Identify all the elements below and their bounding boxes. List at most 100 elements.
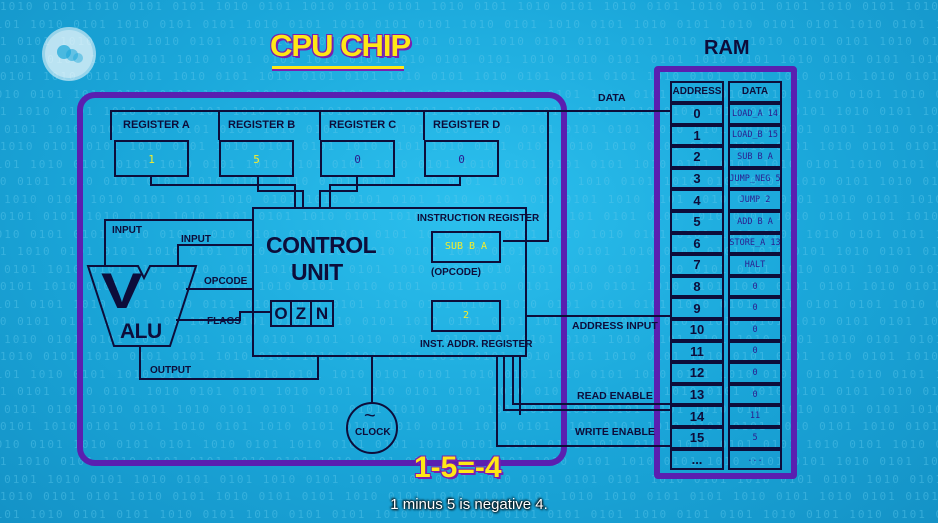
register-label: REGISTER B (228, 119, 296, 131)
ram-address-cell: 8 (670, 275, 724, 298)
ram-address-cell: 9 (670, 297, 724, 319)
ram-data-cell: JUMP 2 (728, 189, 782, 211)
binary-texture-row: 0101 0101 1010 0101 1010 0101 0101 1010 … (0, 385, 938, 398)
alu-opcode-label: OPCODE (204, 276, 248, 287)
ram-address-cell: 11 (670, 340, 724, 363)
register-box (114, 140, 189, 177)
inst-addr-register-box (431, 300, 501, 332)
ram-header: ADDRESS DATA (670, 81, 782, 103)
alu-output-label: OUTPUT (150, 365, 192, 376)
ram-address-cell: 6 (670, 232, 724, 255)
ram-address-cell: 10 (670, 319, 724, 341)
ram-header-address: ADDRESS (670, 81, 724, 103)
binary-texture-row: 1010 0101 0101 1010 0101 1010 0101 0101 … (0, 140, 938, 153)
ram-data-cell: LOAD_A 14 (728, 103, 782, 125)
instruction-register-label: INSTRUCTION REGISTER (417, 213, 540, 224)
ram-address-cell: 7 (670, 254, 724, 276)
ram-address-cell: 3 (670, 167, 724, 190)
binary-texture-row: 0101 1010 0101 0101 1010 0101 1010 0101 … (0, 70, 938, 83)
binary-texture-row: 0101 1010 0101 1010 0101 0101 1010 0101 … (0, 17, 938, 31)
ram-row: ...... (670, 448, 782, 471)
equation: 1-5=-4 (414, 451, 502, 484)
clock-wave-icon: ~ (364, 405, 376, 427)
ram-data-cell: LOAD_B 15 (728, 124, 782, 147)
alu-input-left-label: INPUT (112, 225, 142, 236)
ram-address-cell: 5 (670, 211, 724, 233)
ram-address-cell: 12 (670, 362, 724, 384)
ram-title: RAM (704, 37, 750, 59)
ram-frame (654, 66, 797, 479)
register-box (424, 140, 499, 177)
flag-z: Z (292, 302, 312, 325)
instruction-register-value: SUB B A (444, 241, 488, 252)
ram-data-cell: 0 (728, 275, 782, 298)
register-value: 1 (148, 153, 155, 166)
register-label: REGISTER A (123, 119, 190, 131)
ram-data-cell: 0 (728, 319, 782, 341)
register-box (320, 140, 395, 177)
cpu-chip-frame (77, 92, 567, 466)
ram-data-cell: 0 (728, 383, 782, 406)
register-label: REGISTER D (433, 119, 501, 131)
flags-register (270, 300, 334, 327)
flag-o: O (272, 302, 292, 325)
binary-texture-row: 0101 1010 0101 0101 1010 0101 1010 0101 … (0, 420, 938, 433)
ram-address-cell: 13 (670, 383, 724, 406)
binary-texture-row: 0101 1010 0101 1010 0101 0101 1010 0101 … (0, 367, 938, 381)
ram-data-cell: STORE_A 13 (728, 232, 782, 255)
binary-texture-row: 1010 0101 0101 1010 0101 1010 0101 0101 … (0, 52, 938, 66)
binary-texture-row: 1010 0101 1010 0101 0101 1010 0101 1010 … (0, 262, 938, 276)
ram-data-cell: JUMP_NEG 5 (728, 167, 782, 190)
alu-label: ALU (120, 320, 162, 343)
register-value: 0 (354, 153, 361, 166)
ram-data-cell: ADD B A (728, 211, 782, 233)
alu-shape (86, 265, 198, 347)
ram-address-cell: 1 (670, 124, 724, 147)
control-unit-title-2: UNIT (291, 259, 343, 285)
ram-address-cell: 0 (670, 103, 724, 125)
ram-data-cell: SUB B A (728, 146, 782, 168)
alu-input-right-label: INPUT (181, 234, 211, 245)
pbs-logo-icon (42, 27, 96, 81)
register-value: 5 (253, 153, 260, 166)
ram-data-cell: 0 (728, 362, 782, 384)
binary-texture-row: 1010 0101 1010 0101 0101 1010 0101 1010 … (0, 0, 938, 13)
register-box (219, 140, 294, 177)
address-input-label: ADDRESS INPUT (572, 320, 658, 332)
inst-addr-value: 2 (462, 310, 470, 321)
clock-label: CLOCK (355, 427, 391, 438)
title-underline (272, 66, 404, 69)
ram-address-cell: 15 (670, 427, 724, 449)
inst-addr-register-label: INST. ADDR. REGISTER (420, 339, 533, 350)
ram-address-cell: ... (670, 448, 724, 471)
ram-data-cell: HALT (728, 254, 782, 276)
alu-flags-label: FLAGS (207, 316, 241, 327)
write-enable-label: WRITE ENABLE (575, 426, 655, 438)
data-bus-label: DATA (598, 92, 626, 104)
ram-address-cell: 4 (670, 189, 724, 211)
read-enable-label: READ ENABLE (577, 390, 653, 402)
alu-v-glyph: V (101, 263, 143, 319)
binary-texture-row: 1010 0101 0101 1010 0101 1010 0101 0101 … (0, 490, 938, 503)
ram-data-cell: 5 (728, 427, 782, 449)
control-unit-box (252, 207, 527, 357)
clock-circle (346, 402, 398, 454)
register-value: 0 (458, 153, 465, 166)
ram-address-cell: 14 (670, 405, 724, 427)
binary-texture-row: 0101 1010 0101 1010 0101 0101 1010 0101 … (0, 192, 938, 206)
binary-texture-row: 0101 0101 1010 0101 1010 0101 0101 1010 … (0, 35, 938, 48)
ram-data-cell: 0 (728, 297, 782, 319)
